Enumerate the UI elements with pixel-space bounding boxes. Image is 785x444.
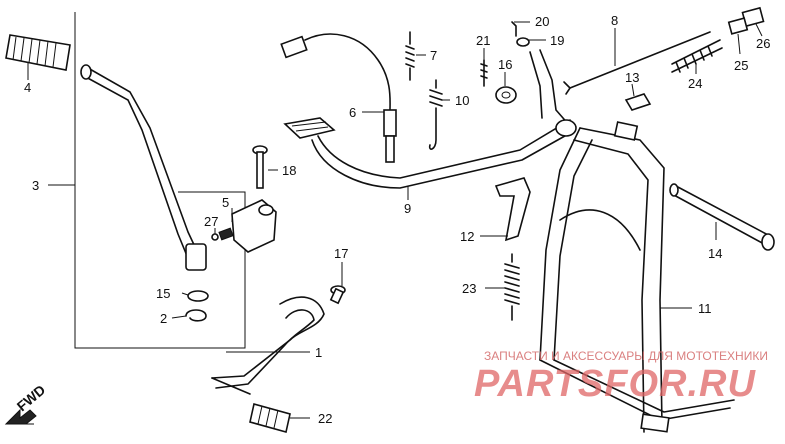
callout-26: 26 [756,36,770,51]
callout-21: 21 [476,33,490,48]
callout-19: 19 [550,33,564,48]
callout-16: 16 [498,57,512,72]
callout-20: 20 [535,14,549,29]
callout-25: 25 [734,58,748,73]
callout-9: 9 [404,201,411,216]
callout-12: 12 [460,229,474,244]
callout-15: 15 [156,286,170,301]
callout-27: 27 [204,214,218,229]
stand-bracket [494,177,531,242]
cotter-pin [480,59,488,87]
stand-bolt [252,145,268,189]
kick-rubber-grip [5,34,71,71]
pedal-rubber [249,403,291,433]
split-pin [511,21,517,37]
stand-spring [504,253,520,321]
brake-pedal [283,49,577,189]
callout-1: 1 [315,345,322,360]
callout-4: 4 [24,80,31,95]
callout-8: 8 [611,13,618,28]
change-pedal [211,296,325,395]
callout-24: 24 [688,76,702,91]
brake-rod [563,31,711,95]
return-spring-small [405,31,415,81]
watermark-logo: ЗАПЧАСТИ И АКСЕССУАРЫ ДЛЯ МОТОТЕХНИКИ PA… [474,349,768,405]
callout-7: 7 [430,48,437,63]
joint-piece [727,17,749,35]
kick-starter-arm [80,64,207,271]
callout-10: 10 [455,93,469,108]
collar [495,86,517,104]
rod-clip [624,93,652,111]
watermark-tagline: ЗАПЧАСТИ И АКСЕССУАРЫ ДЛЯ МОТОТЕХНИКИ [484,349,768,363]
watermark-brand: PARTSFOR.RU [474,363,756,405]
callout-11: 11 [698,301,712,316]
stop-switch [280,33,397,163]
callout-18: 18 [282,163,296,178]
washer [187,290,209,302]
leader-lines [27,21,763,419]
kick-clamp [218,199,277,253]
callout-2: 2 [160,311,167,326]
pedal-bolt [329,285,346,305]
circlip [185,309,207,322]
return-spring [428,79,443,150]
forward-arrow-icon: FWD [4,382,49,425]
callout-22: 22 [318,411,332,426]
callout-6: 6 [349,105,356,120]
main-stand [539,121,735,433]
callout-14: 14 [708,246,722,261]
callout-5: 5 [222,195,229,210]
small-pin [211,233,219,241]
callout-13: 13 [625,70,639,85]
brake-spring [671,39,723,73]
callout-23: 23 [462,281,476,296]
callout-3: 3 [32,178,39,193]
pin-washer [516,37,530,47]
callout-17: 17 [334,246,348,261]
fwd-label: FWD [14,382,49,415]
assembly-bracket-frame [74,12,246,349]
stand-pivot-shaft [669,183,775,251]
